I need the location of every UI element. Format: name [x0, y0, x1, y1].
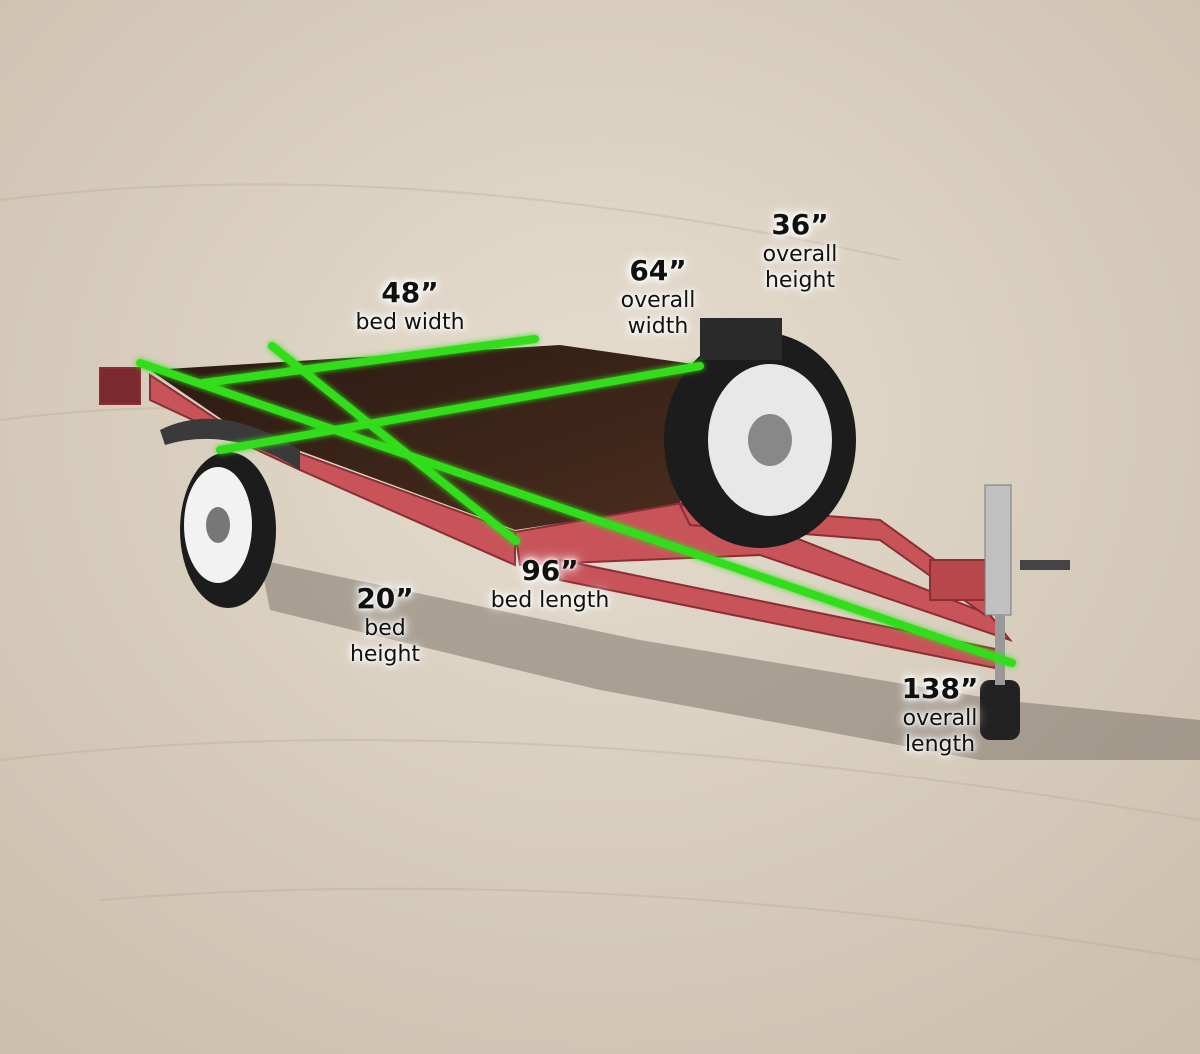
overall-width-text-1: overall	[620, 287, 696, 313]
overall-length-text-2: length	[904, 731, 976, 757]
vertical-measurement-lines	[338, 324, 800, 709]
fender	[160, 418, 300, 470]
overall-width-label: 64” overall width	[598, 254, 718, 340]
tongue-jack	[980, 484, 1070, 740]
bed-length-value: 96”	[521, 554, 579, 587]
overall-height-text-2: height	[764, 267, 836, 293]
trailer-shadow	[260, 560, 1200, 760]
overall-length-line	[136, 359, 1016, 667]
bed-width-text: bed width	[355, 309, 465, 335]
bed-height-text-1: bed	[364, 615, 406, 641]
bed-height-value: 20”	[356, 582, 414, 615]
spare-tire	[664, 318, 856, 548]
bed-width-line	[199, 335, 539, 387]
overall-length-text-1: overall	[902, 705, 978, 731]
front-wheel	[180, 452, 276, 608]
overall-length-value: 138”	[901, 672, 979, 705]
overall-width-value: 64”	[629, 254, 687, 287]
bed-width-label: 48” bed width	[335, 276, 485, 336]
bed-length-line	[268, 342, 520, 545]
overall-height-value: 36”	[771, 208, 829, 241]
bed-width-value: 48”	[381, 276, 439, 309]
bed-length-text: bed length	[490, 587, 610, 613]
overall-height-label: 36” overall height	[740, 208, 860, 294]
overall-width-text-2: width	[627, 313, 689, 339]
bed-height-label: 20” bed height	[330, 582, 440, 668]
overall-height-text-1: overall	[762, 241, 838, 267]
overall-width-line	[216, 362, 704, 454]
bed-length-label: 96” bed length	[470, 554, 630, 614]
measurement-lines	[136, 335, 1016, 667]
overall-length-label: 138” overall length	[880, 672, 1000, 758]
bed-height-text-2: height	[349, 641, 421, 667]
